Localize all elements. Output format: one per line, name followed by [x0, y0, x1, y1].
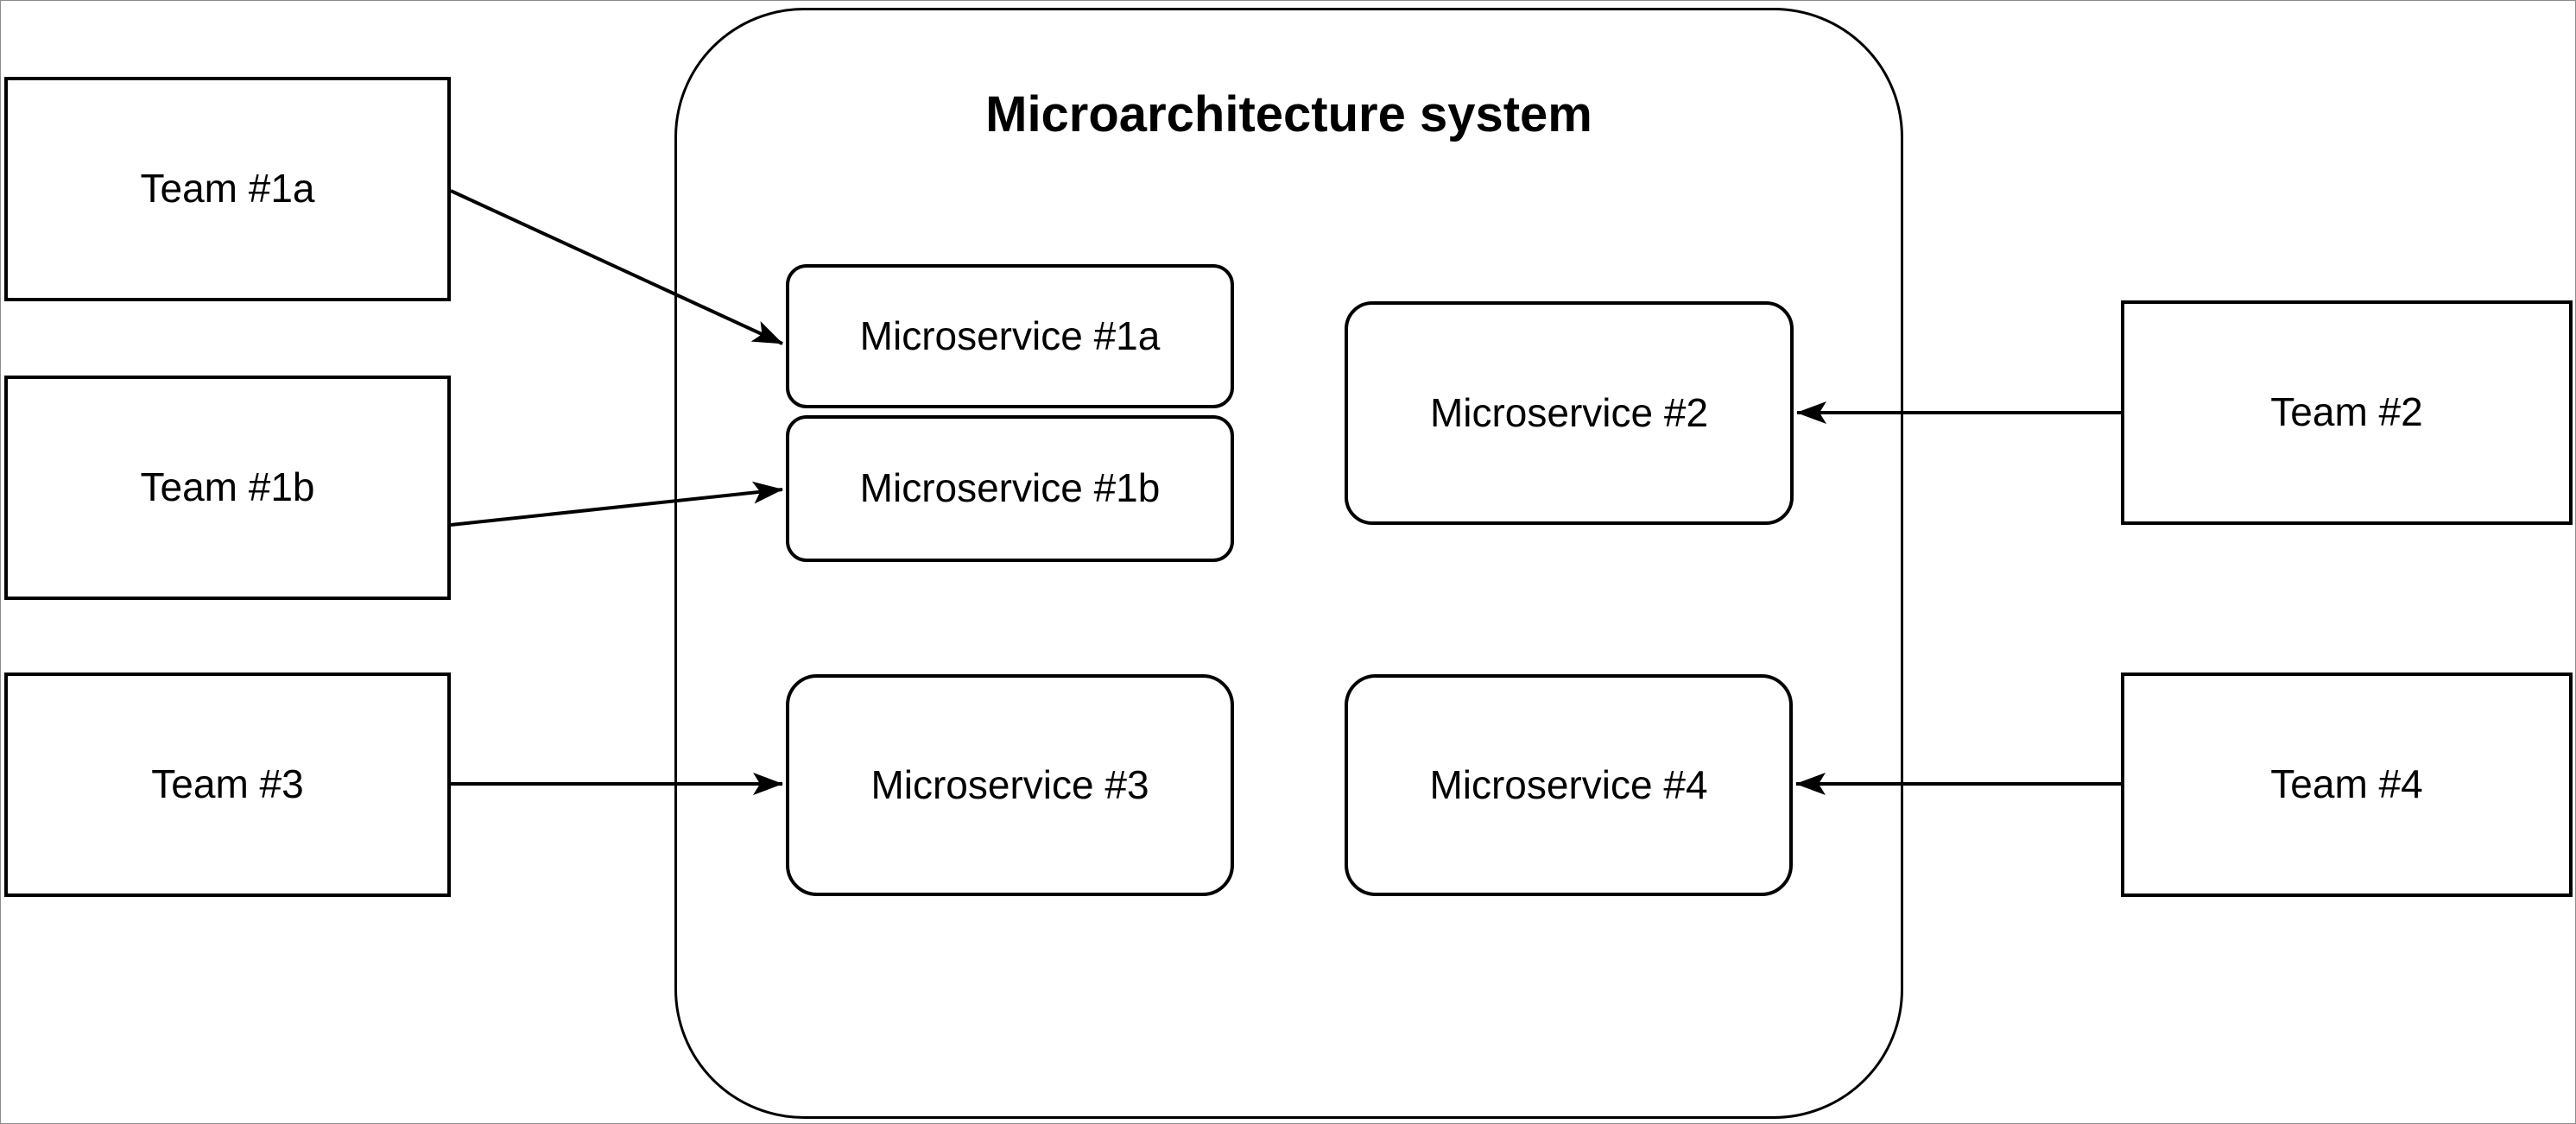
node-microservice-4-label: Microservice #4 [1429, 761, 1708, 807]
node-microservice-1b-label: Microservice #1b [859, 465, 1161, 511]
node-team-4: Team #4 [2121, 673, 2573, 897]
node-team-2: Team #2 [2121, 300, 2573, 525]
node-microservice-1a-label: Microservice #1a [859, 313, 1161, 358]
node-microservice-2-label: Microservice #2 [1429, 389, 1709, 435]
node-team-4-label: Team #4 [2270, 761, 2423, 807]
node-microservice-1b: Microservice #1b [786, 415, 1234, 562]
node-microservice-4: Microservice #4 [1345, 674, 1793, 896]
node-microservice-2: Microservice #2 [1345, 301, 1794, 525]
node-team-1b: Team #1b [4, 376, 451, 600]
node-team-1b-label: Team #1b [140, 464, 315, 510]
system-boundary-box [674, 8, 1903, 1119]
node-team-1a-label: Team #1a [140, 166, 315, 212]
node-team-1a: Team #1a [4, 77, 451, 301]
system-title: Microarchitecture system [985, 86, 1592, 142]
node-microservice-1a: Microservice #1a [786, 264, 1234, 408]
node-team-2-label: Team #2 [2270, 389, 2423, 435]
node-microservice-3: Microservice #3 [786, 674, 1234, 896]
node-team-3-label: Team #3 [151, 761, 304, 807]
node-microservice-3-label: Microservice #3 [870, 761, 1149, 807]
node-team-3: Team #3 [4, 673, 451, 897]
